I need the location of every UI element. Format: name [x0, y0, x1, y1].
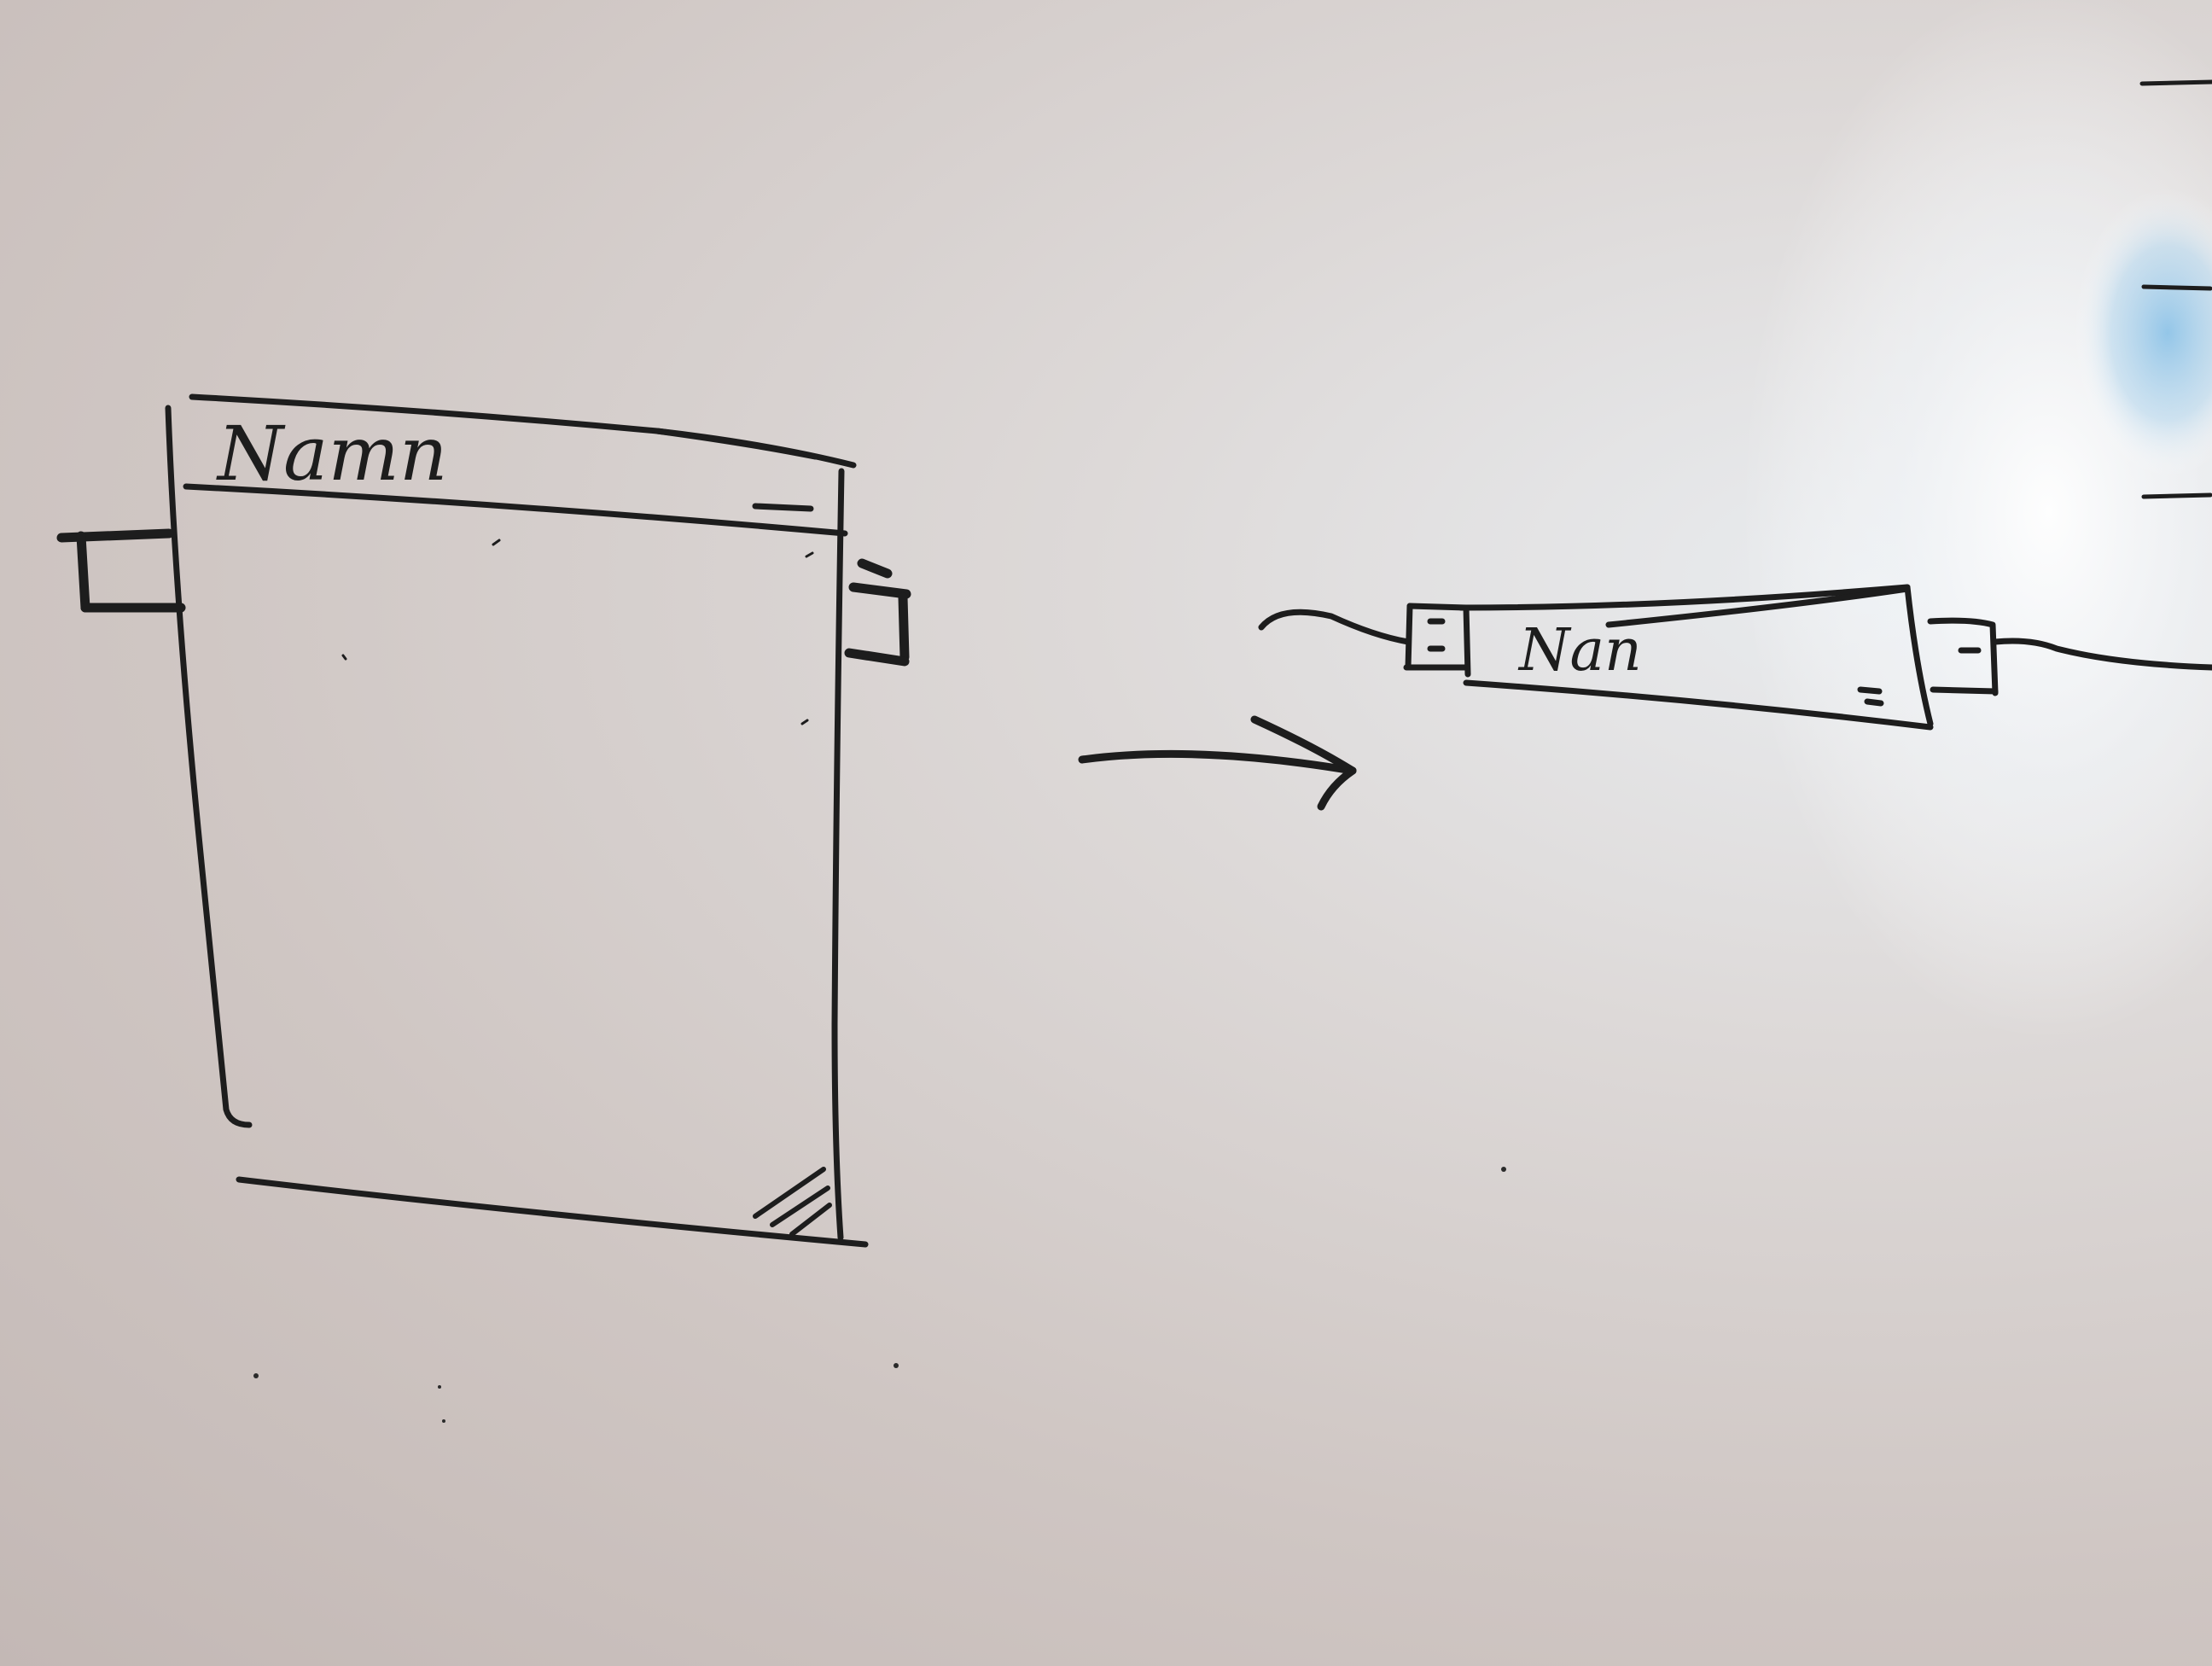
window-frame: [165, 405, 869, 1248]
stray-marks: [341, 539, 814, 725]
edge-marks: [2139, 79, 2212, 499]
collapsed-window-sketch: Nan: [1258, 584, 2212, 731]
board-specks: [253, 1167, 1506, 1423]
collapsed-window-title: Nan: [1517, 617, 1642, 684]
collapsed-left-connector: [1258, 603, 1470, 671]
collapsed-bar-frame: [1458, 584, 1934, 731]
window-title: Namn: [216, 410, 448, 498]
collapsed-right-connector: [1927, 617, 2212, 696]
left-connector-handle: [56, 528, 186, 613]
arrow-right-icon: [1078, 715, 1357, 811]
resize-grip-icon: [753, 1167, 832, 1237]
right-connector-handle: [844, 558, 911, 667]
title-bar: [183, 393, 857, 537]
light-glare: [1741, 0, 2212, 1041]
expanded-window-sketch: Namn: [56, 393, 911, 1248]
